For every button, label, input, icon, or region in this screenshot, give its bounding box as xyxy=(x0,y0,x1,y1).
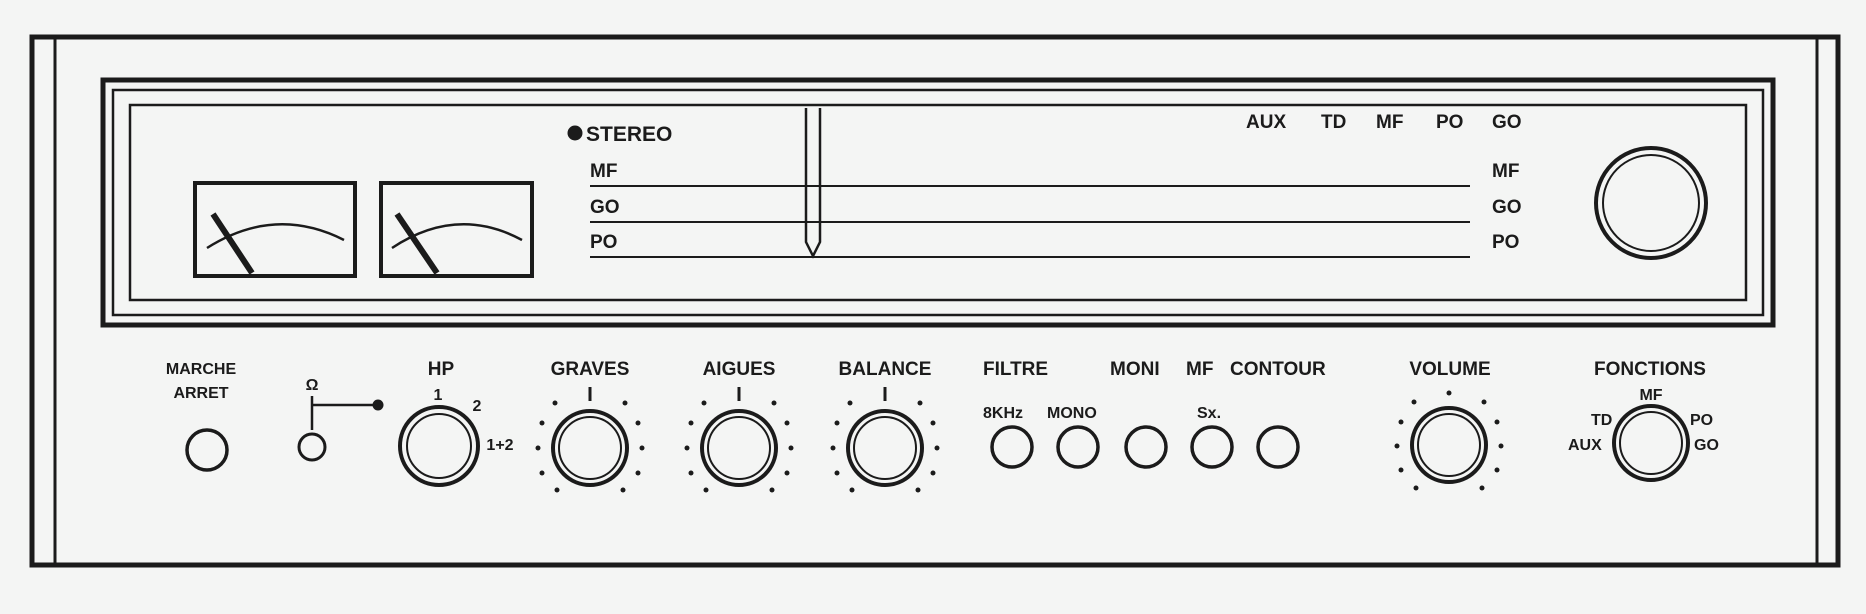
graves-knob[interactable] xyxy=(551,387,629,487)
mf-label: MF xyxy=(1186,359,1213,380)
aigues-knob[interactable] xyxy=(700,387,778,487)
hp-selector-knob[interactable] xyxy=(398,405,480,487)
aigues-scale-dots xyxy=(684,400,794,493)
mono-label: MONO xyxy=(1047,405,1097,422)
balance-label: BALANCE xyxy=(839,359,932,380)
hp-pos-1plus2: 1+2 xyxy=(486,437,513,454)
fonctions-label: FONCTIONS xyxy=(1594,359,1706,380)
fonctions-pos-po: PO xyxy=(1690,412,1713,429)
display-frame-outer xyxy=(100,77,1776,328)
band-label-left-go: GO xyxy=(590,197,620,218)
power-label-line2: ARRET xyxy=(173,385,228,402)
hp-pos-1: 1 xyxy=(434,387,443,404)
fonctions-pos-aux: AUX xyxy=(1568,437,1602,454)
filtre-8khz-button[interactable] xyxy=(990,425,1034,469)
headphone-jack-dot xyxy=(372,399,384,411)
band-label-left-po: PO xyxy=(590,232,617,253)
indicator-td: TD xyxy=(1321,112,1346,133)
balance-scale-dots xyxy=(830,400,940,493)
display-frame-middle xyxy=(111,88,1765,317)
headphone-icon: Ω xyxy=(306,377,319,394)
headphone-jack[interactable] xyxy=(297,432,327,462)
display-frame-inner xyxy=(128,103,1748,302)
filtre-8khz-label: 8KHz xyxy=(983,405,1023,422)
mono-button[interactable] xyxy=(1056,425,1100,469)
vu-meter-right xyxy=(379,181,534,278)
volume-knob[interactable] xyxy=(1410,406,1488,484)
contour-button[interactable] xyxy=(1256,425,1300,469)
hp-label: HP xyxy=(428,359,455,380)
moni-label: MONI xyxy=(1110,359,1160,380)
indicator-po: PO xyxy=(1436,112,1463,133)
tuning-knob[interactable] xyxy=(1594,146,1708,260)
moni-button[interactable] xyxy=(1124,425,1168,469)
volume-scale-dots xyxy=(1394,390,1504,491)
fonctions-pos-td: TD xyxy=(1591,412,1612,429)
chassis-outer-frame xyxy=(29,34,1841,568)
hp-pos-2: 2 xyxy=(473,398,482,415)
stereo-label: STEREO xyxy=(586,123,672,146)
stereo-indicator-dot xyxy=(567,125,583,141)
tuning-pointer[interactable] xyxy=(804,108,822,259)
fonctions-selector-knob[interactable] xyxy=(1612,404,1690,482)
vu-meter-left xyxy=(193,181,357,278)
balance-knob[interactable] xyxy=(846,387,924,487)
graves-label: GRAVES xyxy=(551,359,630,380)
power-label-line1: MARCHE xyxy=(166,361,237,378)
mf-sx-label: Sx. xyxy=(1197,405,1221,422)
headphone-jack-line xyxy=(310,396,378,430)
power-button[interactable] xyxy=(185,428,229,472)
band-label-right-go: GO xyxy=(1492,197,1522,218)
band-label-right-mf: MF xyxy=(1492,161,1519,182)
volume-label: VOLUME xyxy=(1409,359,1490,380)
filtre-label: FILTRE xyxy=(983,359,1048,380)
band-label-right-po: PO xyxy=(1492,232,1519,253)
fonctions-pos-go: GO xyxy=(1694,437,1719,454)
band-label-left-mf: MF xyxy=(590,161,617,182)
aigues-label: AIGUES xyxy=(703,359,776,380)
graves-scale-dots xyxy=(535,400,645,493)
indicator-mf: MF xyxy=(1376,112,1403,133)
contour-label: CONTOUR xyxy=(1230,359,1326,380)
fonctions-pos-mf: MF xyxy=(1639,387,1662,404)
indicator-aux: AUX xyxy=(1246,112,1286,133)
indicator-go: GO xyxy=(1492,112,1522,133)
mf-sx-button[interactable] xyxy=(1190,425,1234,469)
